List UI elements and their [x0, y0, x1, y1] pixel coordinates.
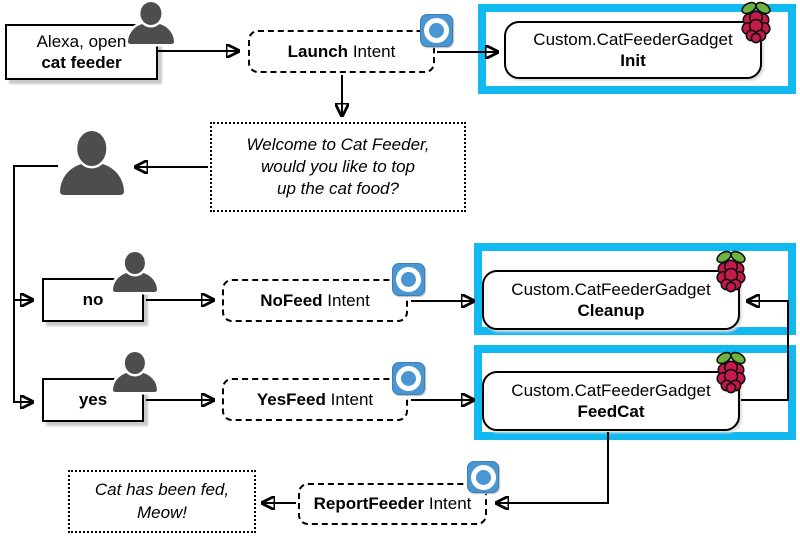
cat-fed-line2: Meow!	[136, 502, 188, 522]
alexa-icon	[392, 362, 425, 395]
person-head	[124, 352, 146, 374]
alexa-ring	[396, 366, 421, 391]
person-head	[124, 252, 146, 274]
edge-feedcat-to-reportfeeder	[497, 432, 609, 503]
person-icon	[113, 352, 157, 392]
raspberry-pi-icon	[716, 351, 746, 394]
node-launch-intent: Launch Intent	[248, 30, 435, 73]
yesfeed-intent-suffix: Intent	[330, 389, 374, 409]
person-icon	[113, 252, 157, 292]
alexa-icon	[467, 461, 499, 493]
reportfeeder-intent-name: ReportFeeder	[313, 494, 425, 513]
node-reportfeeder-intent: ReportFeeder Intent	[298, 483, 487, 525]
node-welcome-prompt: Welcome to Cat Feeder, would you like to…	[210, 122, 466, 212]
yes-answer-label: yes	[78, 390, 108, 409]
nofeed-intent-name: NoFeed	[260, 290, 323, 310]
node-user-request: Alexa, open cat feeder	[5, 24, 158, 80]
welcome-line1: Welcome to Cat Feeder,	[246, 134, 430, 154]
cleanup-handler-line2: Cleanup	[577, 301, 645, 320]
node-cat-fed-response: Cat has been fed, Meow!	[68, 470, 256, 533]
init-handler-line2: Init	[620, 51, 646, 70]
yesfeed-intent-name: YesFeed	[256, 389, 326, 409]
feedcat-handler-line2: FeedCat	[577, 402, 645, 421]
feedcat-handler-line1: Custom.CatFeederGadget	[511, 380, 711, 400]
cleanup-handler-line1: Custom.CatFeederGadget	[511, 279, 711, 299]
alexa-ring	[470, 464, 496, 490]
init-handler-line1: Custom.CatFeederGadget	[533, 29, 733, 49]
person-head	[77, 131, 107, 166]
user-request-line1: Alexa, open	[36, 31, 127, 51]
node-nofeed-intent: NoFeed Intent	[222, 279, 408, 322]
launch-intent-suffix: Intent	[352, 41, 396, 61]
node-feedcat-handler: Custom.CatFeederGadget FeedCat	[482, 371, 740, 431]
welcome-line3: up the cat food?	[277, 179, 399, 199]
person-body	[60, 163, 124, 195]
cat-fed-line1: Cat has been fed,	[94, 480, 230, 500]
alexa-ring	[424, 18, 449, 43]
no-answer-label: no	[82, 290, 104, 309]
alexa-ring	[396, 267, 421, 292]
person-icon	[60, 131, 124, 195]
person-icon	[128, 2, 174, 44]
raspberry-pi-icon	[716, 250, 746, 293]
node-yesfeed-intent: YesFeed Intent	[222, 378, 408, 421]
user-request-line2: cat feeder	[41, 53, 122, 72]
welcome-line2: would you like to top	[260, 156, 416, 176]
reportfeeder-intent-suffix: Intent	[428, 494, 472, 513]
launch-intent-name: Launch	[287, 41, 349, 61]
node-init-handler: Custom.CatFeederGadget Init	[504, 21, 762, 79]
person-head	[140, 2, 162, 25]
alexa-icon	[392, 263, 425, 296]
person-body	[113, 272, 157, 292]
nofeed-intent-suffix: Intent	[327, 290, 370, 310]
person-body	[113, 372, 157, 392]
alexa-icon	[420, 14, 453, 47]
person-body	[128, 23, 174, 44]
raspberry-pi-icon	[741, 1, 771, 44]
node-cleanup-handler: Custom.CatFeederGadget Cleanup	[482, 270, 740, 330]
